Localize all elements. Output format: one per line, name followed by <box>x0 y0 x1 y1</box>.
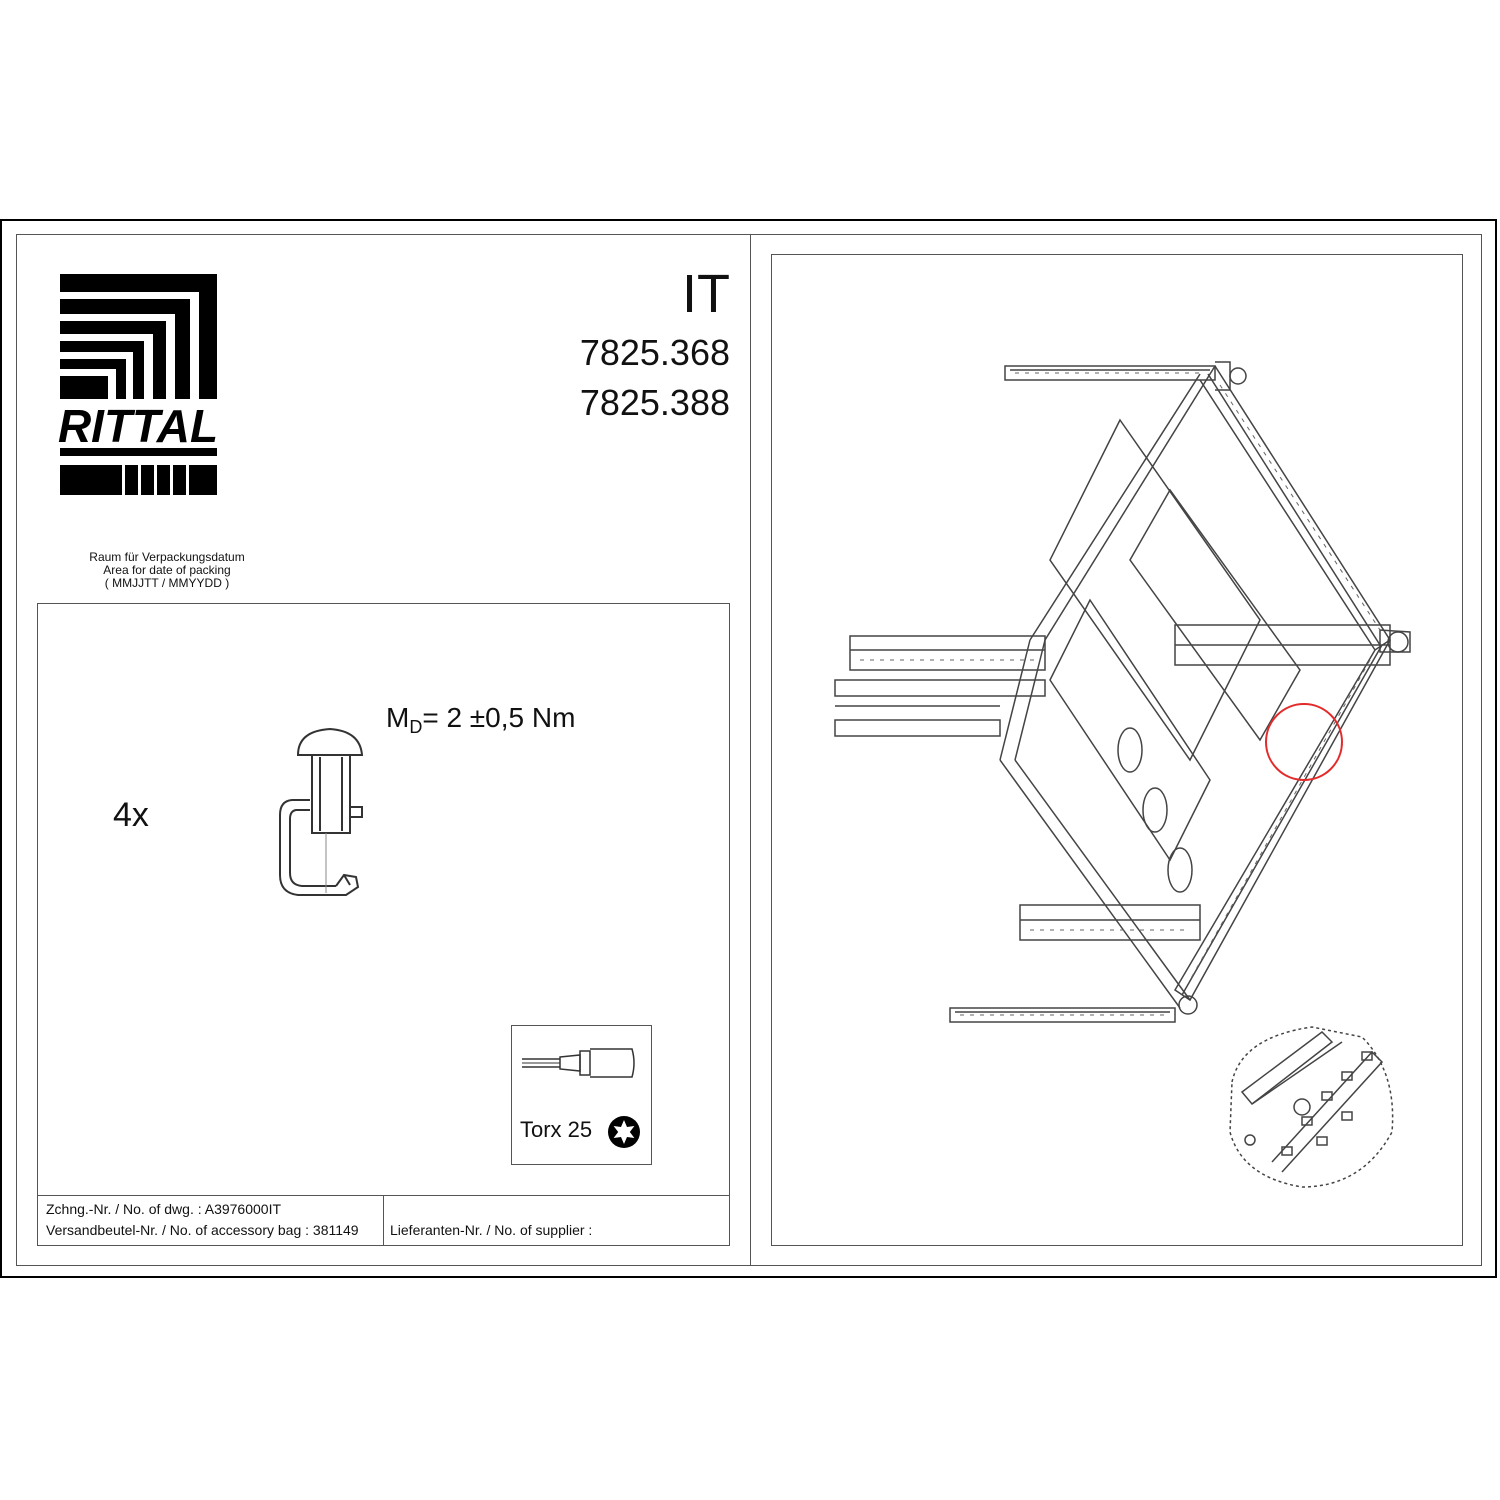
torque-value: = 2 ±0,5 Nm <box>422 702 576 733</box>
article-number-2: 7825.388 <box>579 382 730 423</box>
inner-border <box>16 234 1482 1266</box>
torque-spec: MD= 2 ±0,5 Nm <box>386 702 575 738</box>
assembly-panel <box>771 254 1463 1246</box>
packing-label-en: Area for date of packing <box>103 563 231 577</box>
torx-star-icon <box>608 1116 640 1148</box>
torque-symbol: M <box>386 702 410 733</box>
footer-column-divider <box>383 1195 384 1246</box>
detail-view-drawing <box>1229 1026 1394 1188</box>
packing-format: ( MMJJTT / MMYYDD ) <box>104 576 230 590</box>
sheet-border <box>0 219 1497 1278</box>
quantity-label: 4x <box>113 796 149 834</box>
detail-highlight-circle <box>1265 703 1343 781</box>
tool-box <box>511 1025 652 1165</box>
drawing-number: Zchng.-Nr. / No. of dwg. : A3976000IT <box>46 1201 282 1217</box>
rack-frame-assembly-drawing <box>834 361 1411 1023</box>
torque-subscript: D <box>409 717 423 737</box>
rittal-logo: RITTAL <box>58 274 218 495</box>
supplier-number: Lieferanten-Nr. / No. of supplier : <box>390 1222 593 1238</box>
product-line-title: IT <box>682 264 730 324</box>
packing-label-de: Raum für Verpackungsdatum <box>89 550 245 564</box>
article-number-1: 7825.368 <box>579 332 730 373</box>
torx-label: Torx 25 <box>520 1117 593 1142</box>
fold-line <box>750 234 751 1266</box>
clip-nut-screw-drawing <box>279 727 364 896</box>
screwdriver-icon <box>522 1048 635 1078</box>
rittal-logo-text: RITTAL <box>58 400 218 452</box>
accessory-bag-number: Versandbeutel-Nr. / No. of accessory bag… <box>46 1222 359 1238</box>
packing-date-area: Raum für Verpackungsdatum Area for date … <box>37 551 297 590</box>
